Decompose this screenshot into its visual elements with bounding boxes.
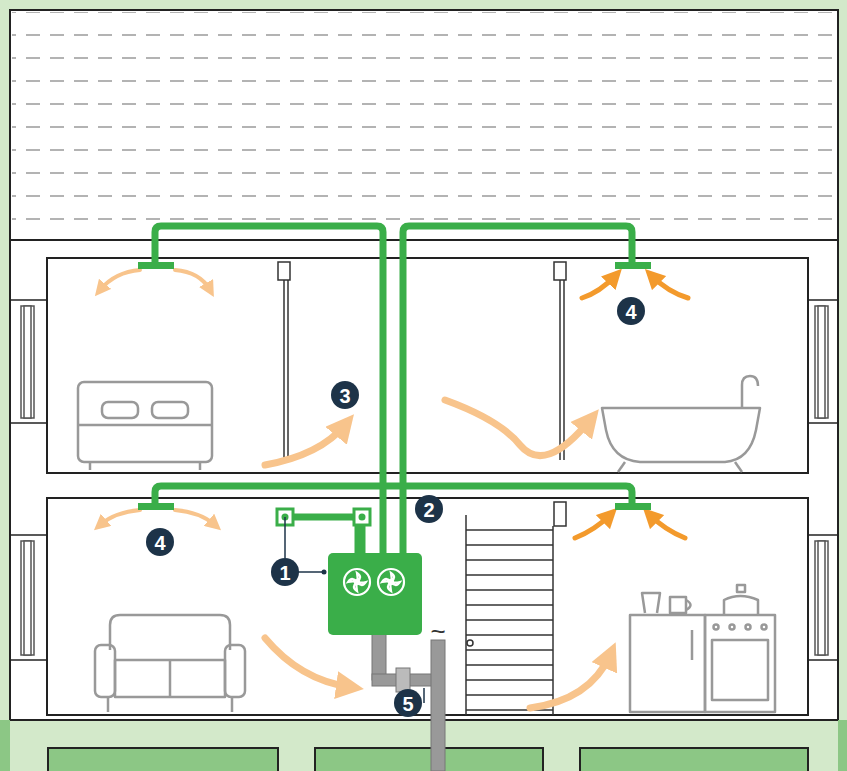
drain-symbol: ~ [430,618,445,644]
callout-number: 4 [154,533,165,553]
stair-step [466,604,553,606]
stair-step [466,649,553,651]
stair-step [466,574,553,576]
stair-step [466,634,553,636]
stair-step [466,589,553,591]
fan-icon [344,569,370,595]
stair-step [466,619,553,621]
callout-number: 5 [402,694,413,714]
callout-number: 3 [339,386,350,406]
stair-step [466,559,553,561]
callout-number: 4 [625,302,636,322]
callout-number: 1 [279,563,290,583]
fan-icon [378,569,404,595]
stair-step [466,529,553,531]
stair-step [466,544,553,546]
stair-step [466,679,553,681]
stair-step [466,664,553,666]
callout-number: 2 [423,500,434,520]
stair-step [466,694,553,696]
